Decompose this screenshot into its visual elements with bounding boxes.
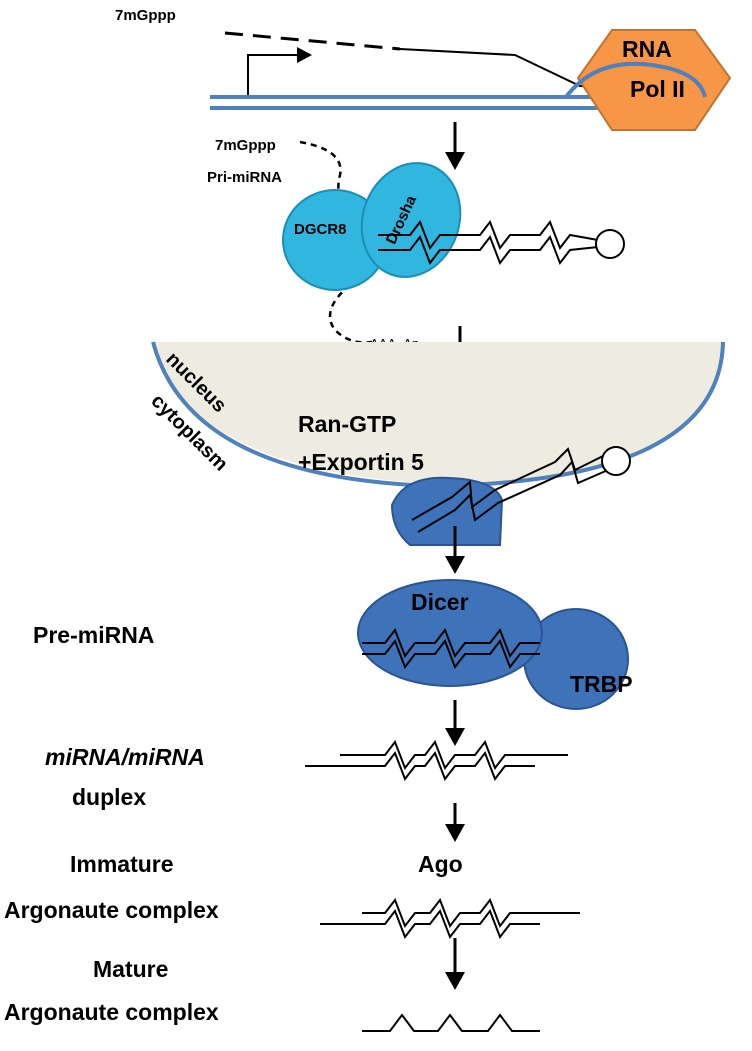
arrow-3: [445, 526, 465, 574]
drosha-protein: [360, 162, 462, 278]
nucleus-section: nucleus cytoplasm Ran-GTP +Exportin 5: [146, 341, 725, 489]
exportin-section: [390, 446, 631, 546]
cap-label-mid: 7mGppp: [215, 137, 276, 154]
trbp-label: TRBP: [570, 671, 633, 697]
pri-mirna-strand-top: [378, 219, 599, 251]
mature-ago-section: Mature Argonaute complex: [4, 956, 540, 1032]
pri-mirna-3prime-dashed: [328, 284, 373, 344]
cap-label-top: 7mGppp: [115, 7, 176, 24]
exportin-5-protein: [390, 476, 504, 546]
mature-guide-strand: [362, 1013, 540, 1032]
duplex-strand-top: [340, 739, 568, 771]
dgcr8-label: DGCR8: [294, 221, 347, 238]
mature-label-2: Argonaute complex: [4, 999, 219, 1025]
promoter-arrowhead: [297, 47, 312, 63]
ago-label: Ago: [418, 851, 463, 877]
ran-gtp-label: Ran-GTP: [298, 411, 396, 437]
pre-mirna-export-bottom: [417, 460, 609, 533]
exportin-label: +Exportin 5: [298, 449, 424, 475]
arrow-4: [445, 700, 465, 746]
arrow-6: [445, 938, 465, 990]
duplex-section: miRNA/miRNA duplex: [45, 739, 568, 810]
pre-mirna-dicer-top: [362, 627, 540, 659]
pri-mirna-loop: [595, 229, 625, 259]
duplex-strand-bottom: [305, 750, 535, 782]
transcription-section: RNA Pol II 7mGppp: [115, 7, 732, 131]
arrow-1: [445, 122, 465, 170]
pri-mirna-label: Pri-miRNA: [207, 169, 282, 186]
rna-pol-label-2: Pol II: [630, 76, 685, 102]
rna-pol-blue-arc: [564, 61, 707, 99]
dicer-section: Dicer TRBP Pre-miRNA: [33, 579, 633, 710]
immature-label-1: Immature: [70, 851, 174, 877]
promoter-arrow: [247, 54, 300, 95]
microprocessor-section: 7mGppp Pri-miRNA DGCR8 Drosha AAA..An: [207, 137, 625, 351]
pre-mirna-label: Pre-miRNA: [33, 622, 154, 648]
pri-mirna-strand-bottom: [378, 234, 599, 266]
pre-mirna-dicer-bottom: [362, 638, 540, 670]
rna-pol-label-1: RNA: [622, 36, 672, 62]
immature-label-2: Argonaute complex: [4, 897, 219, 923]
dicer-protein: [357, 579, 543, 687]
mature-label-1: Mature: [93, 956, 168, 982]
immature-strand-top: [362, 897, 580, 929]
dicer-label: Dicer: [411, 589, 469, 615]
nucleus-compartment: [153, 342, 723, 485]
immature-ago-section: Ago Immature Argonaute complex: [4, 851, 580, 940]
immature-strand-bottom: [320, 908, 540, 940]
duplex-label-2: duplex: [72, 784, 146, 810]
rna-pol-ii-shape: [576, 29, 732, 131]
nascent-rna-dashed: [224, 31, 401, 51]
duplex-label-1: miRNA/miRNA: [45, 744, 205, 770]
arrow-5: [445, 803, 465, 842]
pre-mirna-export-loop: [601, 446, 631, 476]
